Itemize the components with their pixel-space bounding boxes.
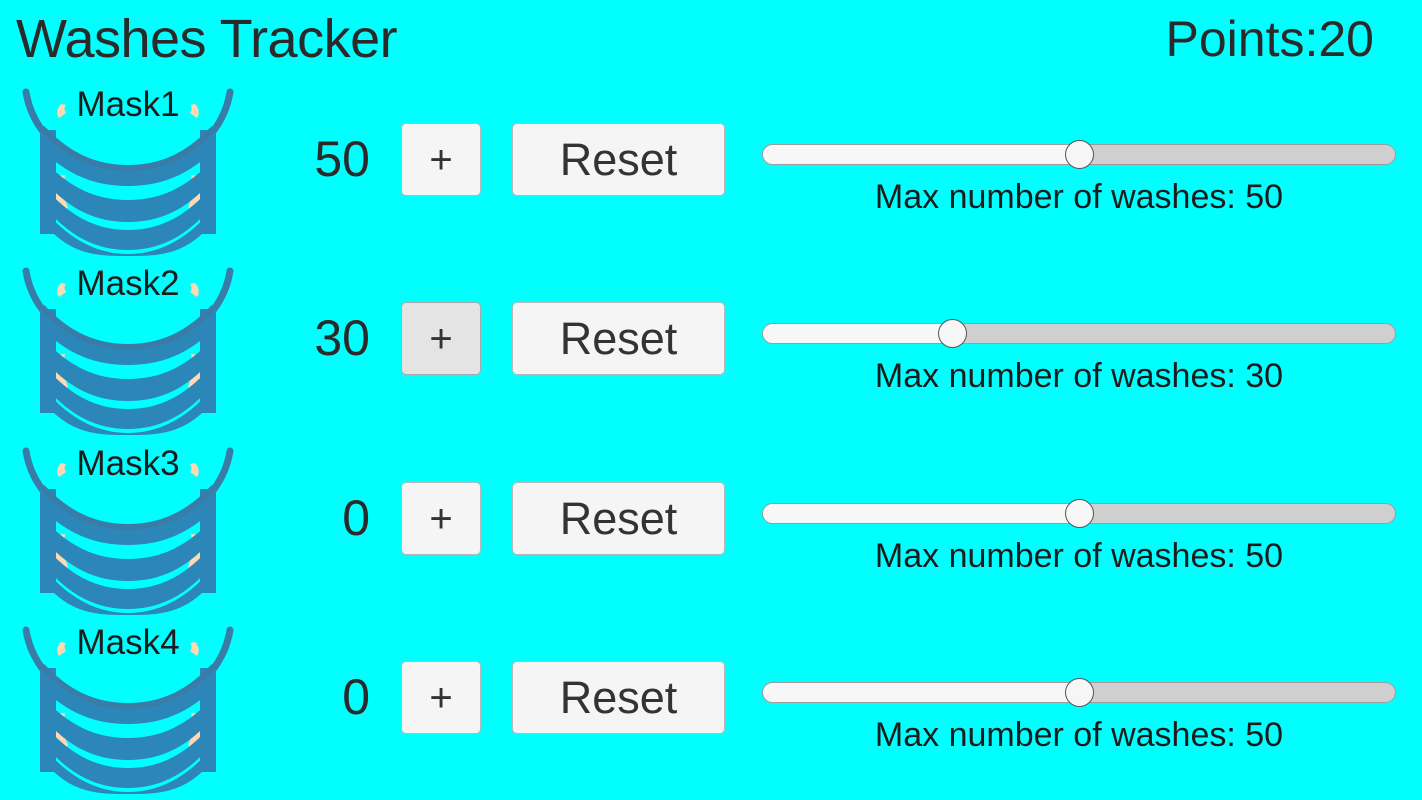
max-washes-caption: Max number of washes: 50 (874, 178, 1284, 216)
wash-count: 30 (314, 310, 370, 366)
app-header: Washes Tracker Points:20 (0, 0, 1422, 78)
wash-count: 0 (342, 490, 370, 546)
face-mask-icon (22, 447, 234, 615)
points-display: Points:20 (1165, 11, 1374, 67)
max-washes-slider-group: Max number of washes: 50 (762, 437, 1396, 616)
mask-label: Mask1 (76, 85, 180, 124)
max-washes-slider-3[interactable] (762, 499, 1396, 528)
slider-fill (762, 503, 1079, 524)
max-washes-caption: Max number of washes: 30 (874, 357, 1284, 395)
mask-figure: Mask3 (12, 439, 244, 615)
reset-button-1[interactable]: Reset (512, 123, 725, 196)
max-washes-slider-2[interactable] (762, 319, 1396, 348)
mask-row-2: Mask2 30 + Reset Max number of washes: 3… (0, 257, 1422, 436)
mask-label: Mask3 (76, 444, 180, 483)
mask-row-3: Mask3 0 + Reset Max number of washes: 50 (0, 437, 1422, 616)
page-title: Washes Tracker (16, 9, 398, 69)
face-mask-icon (22, 267, 234, 435)
slider-thumb[interactable] (937, 319, 967, 348)
reset-button-3[interactable]: Reset (512, 482, 725, 555)
mask-label: Mask2 (76, 264, 180, 303)
max-washes-slider-1[interactable] (762, 140, 1396, 169)
increment-button-1[interactable]: + (401, 123, 481, 196)
increment-button-3[interactable]: + (401, 482, 481, 555)
max-washes-slider-4[interactable] (762, 678, 1396, 707)
max-washes-slider-group: Max number of washes: 50 (762, 78, 1396, 257)
increment-button-4[interactable]: + (401, 661, 481, 734)
reset-button-4[interactable]: Reset (512, 661, 725, 734)
slider-thumb[interactable] (1064, 678, 1094, 707)
increment-button-2[interactable]: + (401, 302, 481, 375)
slider-fill (762, 682, 1079, 703)
mask-row-1: Mask1 50 + Reset Max number of washes: 5… (0, 78, 1422, 257)
mask-figure: Mask1 (12, 80, 244, 256)
wash-count: 0 (342, 669, 370, 725)
max-washes-slider-group: Max number of washes: 50 (762, 616, 1396, 795)
max-washes-caption: Max number of washes: 50 (874, 716, 1284, 754)
max-washes-slider-group: Max number of washes: 30 (762, 257, 1396, 436)
slider-fill (762, 323, 953, 344)
face-mask-icon (22, 88, 234, 256)
wash-count: 50 (314, 131, 370, 187)
mask-row-4: Mask4 0 + Reset Max number of washes: 50 (0, 616, 1422, 795)
slider-thumb[interactable] (1064, 140, 1094, 169)
face-mask-icon (22, 626, 234, 794)
mask-figure: Mask4 (12, 618, 244, 794)
mask-figure: Mask2 (12, 259, 244, 435)
slider-fill (762, 144, 1079, 165)
max-washes-caption: Max number of washes: 50 (874, 537, 1284, 575)
slider-thumb[interactable] (1064, 499, 1094, 528)
mask-label: Mask4 (76, 623, 180, 662)
reset-button-2[interactable]: Reset (512, 302, 725, 375)
